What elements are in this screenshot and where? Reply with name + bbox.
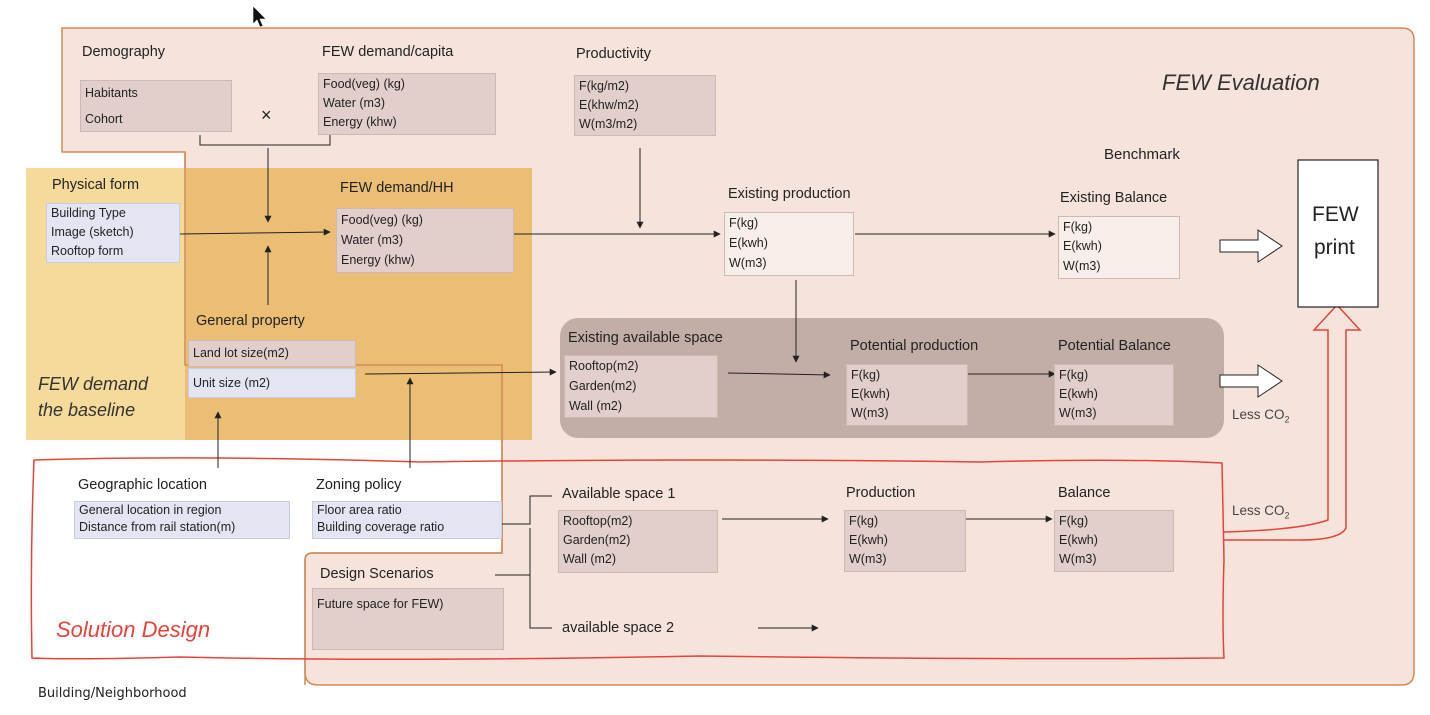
few-hh-item: Energy (khw) xyxy=(341,253,415,267)
cursor-icon xyxy=(252,5,267,28)
zoning-item: Building coverage ratio xyxy=(317,520,445,534)
potential-production-item: F(kg) xyxy=(851,368,881,382)
design-scenarios-item: Future space for FEW) xyxy=(317,597,444,611)
production-item: F(kg) xyxy=(849,514,879,528)
existing-space-title: Existing available space xyxy=(568,330,723,346)
physical-form-item: Image (sketch) xyxy=(51,225,134,239)
potential-production-item: W(m3) xyxy=(851,406,889,420)
general-property-item: Land lot size(m2) xyxy=(193,346,289,360)
zoning-box: Floor area ratio Building coverage ratio xyxy=(312,501,502,539)
multiply-sign: × xyxy=(261,105,272,125)
potential-production-box: F(kg) E(kwh) W(m3) xyxy=(846,364,968,426)
potential-balance-item: E(kwh) xyxy=(1059,387,1098,401)
potential-balance-item: F(kg) xyxy=(1059,368,1089,382)
demography-item: Habitants xyxy=(85,86,138,100)
zoning-title: Zoning policy xyxy=(316,477,402,493)
few-capita-item: Water (m3) xyxy=(323,96,386,110)
few-capita-item: Energy (khw) xyxy=(323,115,397,129)
few-capita-item: Food(veg) (kg) xyxy=(323,77,405,91)
demography-item: Cohort xyxy=(85,112,123,126)
physical-form-item: Building Type xyxy=(51,206,126,220)
few-hh-box: Food(veg) (kg) Water (m3) Energy (khw) xyxy=(336,208,514,273)
less-co2-label-2: Less CO2 xyxy=(1232,503,1290,521)
existing-space-item: Wall (m2) xyxy=(569,399,623,413)
general-property-title: General property xyxy=(196,313,305,329)
existing-production-title: Existing production xyxy=(728,186,851,202)
demography-title: Demography xyxy=(82,44,166,60)
baseline-title-line2: the baseline xyxy=(38,400,136,420)
design-scenarios-box: Future space for FEW) xyxy=(312,588,504,650)
solution-title: Solution Design xyxy=(56,617,211,642)
red-flow-arrow xyxy=(1223,303,1362,541)
existing-production-item: E(kwh) xyxy=(729,236,768,250)
physical-form-box: Building Type Image (sketch) Rooftop for… xyxy=(46,203,180,263)
productivity-item: F(kg/m2) xyxy=(579,79,629,93)
few-print-box xyxy=(1297,159,1379,308)
few-hh-item: Water (m3) xyxy=(341,233,404,247)
demography-box: Habitants Cohort xyxy=(80,80,232,132)
geographic-item: Distance from rail station(m) xyxy=(79,520,236,534)
zoning-item: Floor area ratio xyxy=(317,503,402,517)
existing-space-box: Rooftop(m2) Garden(m2) Wall (m2) xyxy=(564,355,718,418)
potential-production-item: E(kwh) xyxy=(851,387,890,401)
potential-balance-item: W(m3) xyxy=(1059,406,1097,420)
solution-region xyxy=(30,457,1225,661)
general-property-item: Unit size (m2) xyxy=(193,376,271,390)
space1-item: Garden(m2) xyxy=(563,533,631,547)
space1-box: Rooftop(m2) Garden(m2) Wall (m2) xyxy=(558,510,718,573)
space2-title: available space 2 xyxy=(562,620,675,636)
existing-production-item: W(m3) xyxy=(729,256,767,270)
evaluation-title: FEW Evaluation xyxy=(1162,70,1320,95)
productivity-item: E(khw/m2) xyxy=(579,98,639,112)
production-title: Production xyxy=(846,485,916,501)
existing-production-box: F(kg) E(kwh) W(m3) xyxy=(724,212,854,276)
land-lot-box: Land lot size(m2) xyxy=(188,340,356,367)
production-item: W(m3) xyxy=(849,552,887,566)
productivity-title: Productivity xyxy=(576,46,651,62)
existing-space-item: Rooftop(m2) xyxy=(569,359,639,373)
potential-production-title: Potential production xyxy=(850,338,979,354)
few-print-line1: FEW xyxy=(1312,203,1359,226)
footer-text: Building/Neighborhood xyxy=(38,686,187,701)
few-hh-title: FEW demand/HH xyxy=(340,180,454,196)
existing-space-item: Garden(m2) xyxy=(569,379,637,393)
productivity-box: F(kg/m2) E(khw/m2) W(m3/m2) xyxy=(574,75,716,136)
existing-balance-item: W(m3) xyxy=(1063,259,1101,273)
balance-item: W(m3) xyxy=(1059,552,1097,566)
balance-item: F(kg) xyxy=(1059,514,1089,528)
balance-box: F(kg) E(kwh) W(m3) xyxy=(1054,510,1174,572)
existing-balance-title: Existing Balance xyxy=(1060,190,1168,206)
production-box: F(kg) E(kwh) W(m3) xyxy=(844,510,966,572)
unit-size-box: Unit size (m2) xyxy=(188,368,356,398)
less-co2-label-1: Less CO2 xyxy=(1232,407,1290,425)
potential-balance-title: Potential Balance xyxy=(1058,338,1171,354)
few-hh-item: Food(veg) (kg) xyxy=(341,213,423,227)
existing-balance-item: E(kwh) xyxy=(1063,239,1102,253)
benchmark-title: Benchmark xyxy=(1104,146,1180,163)
design-scenarios-title: Design Scenarios xyxy=(320,566,434,582)
existing-balance-box: F(kg) E(kwh) W(m3) xyxy=(1058,216,1180,279)
space1-item: Rooftop(m2) xyxy=(563,514,633,528)
baseline-title-line1: FEW demand xyxy=(38,374,149,394)
balance-title: Balance xyxy=(1058,485,1111,501)
geographic-item: General location in region xyxy=(79,503,222,517)
few-capita-box: Food(veg) (kg) Water (m3) Energy (khw) xyxy=(318,73,496,135)
physical-form-title: Physical form xyxy=(52,177,140,193)
space1-item: Wall (m2) xyxy=(563,552,617,566)
few-capita-title: FEW demand/capita xyxy=(322,44,454,60)
hollow-arrow-1 xyxy=(1219,229,1283,263)
balance-item: E(kwh) xyxy=(1059,533,1098,547)
potential-balance-box: F(kg) E(kwh) W(m3) xyxy=(1054,364,1174,426)
existing-production-item: F(kg) xyxy=(729,216,759,230)
geographic-title: Geographic location xyxy=(78,477,207,493)
hollow-arrow-2 xyxy=(1219,364,1283,398)
existing-balance-item: F(kg) xyxy=(1063,220,1093,234)
physical-form-item: Rooftop form xyxy=(51,244,124,258)
few-print-line2: print xyxy=(1314,236,1355,259)
space1-title: Available space 1 xyxy=(562,486,676,502)
geographic-box: General location in region Distance from… xyxy=(74,501,290,539)
production-item: E(kwh) xyxy=(849,533,888,547)
productivity-item: W(m3/m2) xyxy=(579,117,638,131)
